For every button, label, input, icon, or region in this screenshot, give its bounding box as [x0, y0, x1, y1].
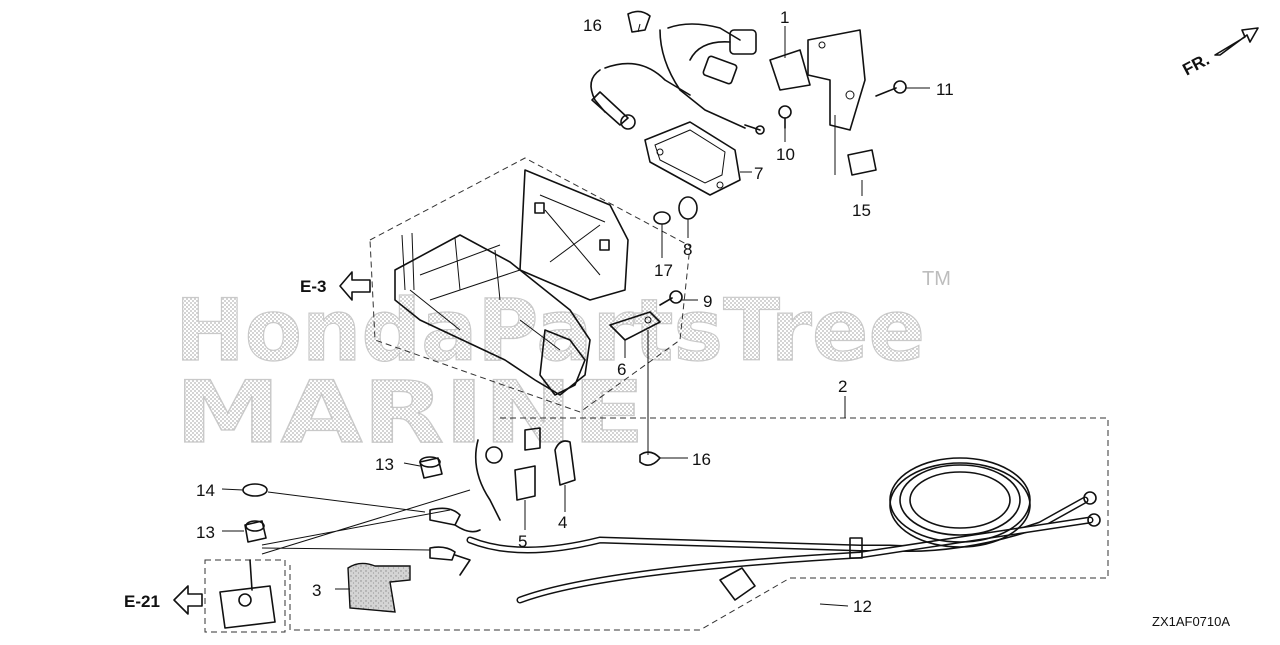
callout-16-lower: 16	[692, 450, 711, 469]
callouts: 1 2 3 4 5 6 7 8 9 10 11 12 13 13 14 15 1…	[196, 8, 954, 616]
callout-17: 17	[654, 261, 673, 280]
terminals	[429, 427, 576, 576]
callout-8: 8	[683, 240, 692, 259]
ref-arrows	[173, 271, 371, 615]
part-1-bracket	[769, 29, 866, 175]
ref-e3-label: E-3	[300, 277, 326, 296]
callout-16-upper: 16	[583, 16, 602, 35]
watermark-line1: HondaPartsTree	[175, 281, 925, 381]
part-7-module	[644, 121, 741, 196]
callout-9: 9	[703, 292, 712, 311]
front-direction-arrow	[1214, 27, 1259, 56]
mounting-bracket	[394, 169, 629, 396]
callout-11: 11	[936, 80, 954, 99]
callout-13-upper: 13	[375, 455, 394, 474]
callout-4: 4	[558, 513, 567, 532]
starter-relay-group	[204, 559, 286, 633]
callout-12: 12	[853, 597, 872, 616]
callout-5: 5	[518, 532, 527, 551]
callout-14: 14	[196, 481, 215, 500]
watermark-tm: TM	[922, 268, 951, 290]
harness-top	[590, 23, 765, 135]
nuts-washers	[242, 456, 471, 555]
callout-13-lower: 13	[196, 523, 215, 542]
callout-10: 10	[776, 145, 795, 164]
callout-6: 6	[617, 360, 626, 379]
leader-lines	[221, 23, 930, 607]
callout-7: 7	[754, 164, 763, 183]
ref-e21-label: E-21	[124, 592, 160, 611]
callout-1: 1	[780, 8, 789, 27]
battery-cable	[289, 417, 1109, 631]
part-3-boot	[347, 562, 411, 613]
watermark-line2: MARINE	[175, 363, 645, 463]
callout-2: 2	[838, 377, 847, 396]
diagram-code: ZX1AF0710A	[1152, 614, 1230, 629]
callout-15: 15	[852, 201, 871, 220]
small-parts	[609, 10, 907, 466]
watermark: HondaPartsTree MARINE TM	[174, 268, 951, 464]
callout-3: 3	[312, 581, 321, 600]
front-direction-label: FR.	[1179, 50, 1212, 80]
bracket-assembly-outline	[369, 157, 691, 413]
